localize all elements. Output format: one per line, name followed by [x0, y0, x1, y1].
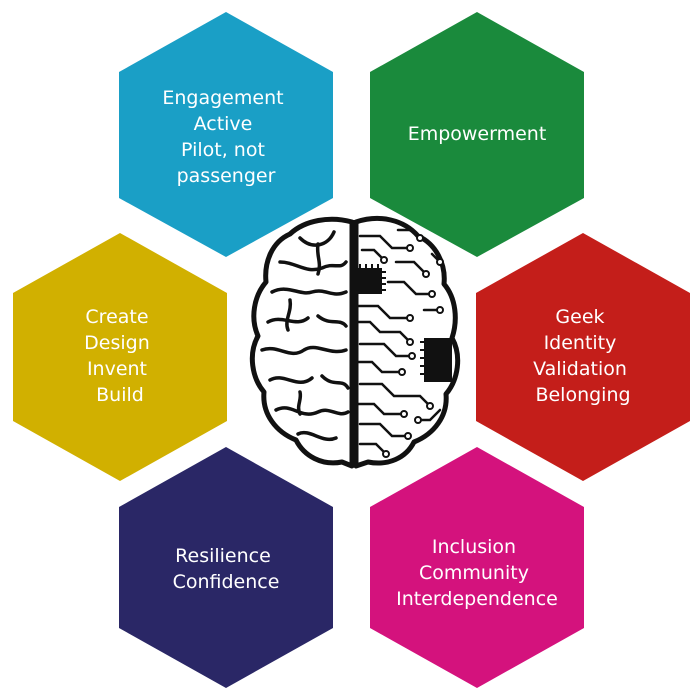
hexagon-resilience: Resilience Confidence [119, 447, 333, 688]
hexagon-geek: Geek Identity Validation Belonging [476, 233, 690, 481]
hexagon-engagement-label: Engagement Active Pilot, not passenger [162, 87, 289, 187]
hex-line: Community [419, 562, 529, 584]
hexagon-engagement-shape [119, 12, 333, 257]
hex-line: Engagement [162, 87, 283, 109]
hexagon-inclusion-shape [370, 447, 584, 688]
brain-right-hemisphere-icon [350, 216, 461, 469]
hexagon-inclusion-label: Inclusion Community Interdependence [396, 536, 558, 610]
hexagon-geek-label: Geek Identity Validation Belonging [533, 306, 633, 406]
hex-line: Resilience [175, 545, 271, 567]
hex-line: Active [194, 113, 253, 135]
hex-line: Validation [533, 358, 627, 380]
hexagon-create-shape [13, 233, 227, 481]
hex-line: Build [96, 384, 144, 406]
hex-line: Geek [555, 306, 604, 328]
hex-line: passenger [177, 165, 276, 187]
brain-left-hemisphere-icon [249, 216, 355, 469]
hexagon-empowerment-shape [370, 12, 584, 257]
hexagon-resilience-label: Resilience Confidence [173, 545, 280, 593]
brain-circuit-icon [249, 216, 461, 469]
hexagon-engagement: Engagement Active Pilot, not passenger [119, 12, 333, 257]
hexagon-empowerment: Empowerment [370, 12, 584, 257]
hex-line: Design [84, 332, 150, 354]
hex-line: Empowerment [408, 123, 547, 145]
hex-line: Belonging [535, 384, 630, 406]
hexagon-create: Create Design Invent Build [13, 233, 227, 481]
hexagon-resilience-shape [119, 447, 333, 688]
hexagon-empowerment-label: Empowerment [408, 123, 547, 145]
hexagon-inclusion: Inclusion Community Interdependence [370, 447, 584, 688]
hex-line: Inclusion [432, 536, 516, 558]
hex-line: Interdependence [396, 588, 558, 610]
hexagon-geek-shape [476, 233, 690, 481]
hex-line: Confidence [173, 571, 280, 593]
hex-line: Invent [87, 358, 147, 380]
hex-line: Create [85, 306, 148, 328]
hexagon-create-label: Create Design Invent Build [84, 306, 156, 406]
hex-line: Identity [544, 332, 617, 354]
hex-line: Pilot, not [181, 139, 265, 161]
